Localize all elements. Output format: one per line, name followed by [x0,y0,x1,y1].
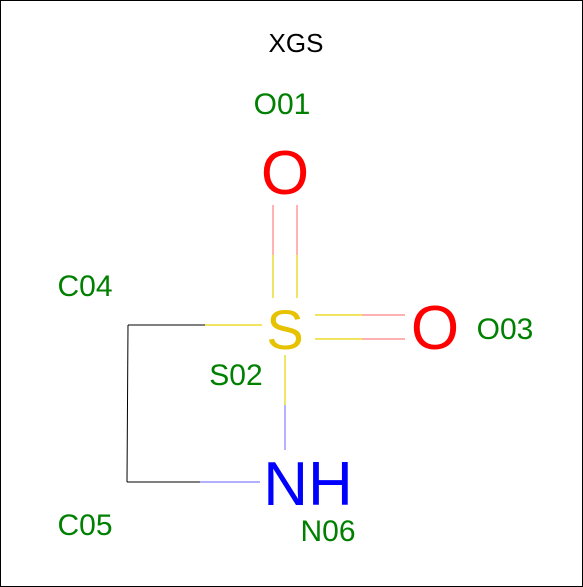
bond-c04-c05 [126,324,129,483]
atom-symbol-n06: NH [263,450,353,519]
atom-label-n06: N06 [300,515,355,548]
atom-label-c04: C04 [57,270,112,303]
bond-s02-o01 [272,205,298,298]
bonds [126,205,405,483]
atom-label-s02: S02 [209,359,262,392]
atom-symbol-o03: O [411,294,459,363]
atom-symbol-o01: O [261,139,309,208]
atom-label-o01: O01 [254,88,311,121]
atom-label-o03: O03 [477,313,534,346]
atom-symbol-s02: S [266,298,303,361]
molecule-title: XGS [269,28,324,58]
atom-label-c05: C05 [57,509,112,542]
bond-s02-o03 [315,314,405,340]
